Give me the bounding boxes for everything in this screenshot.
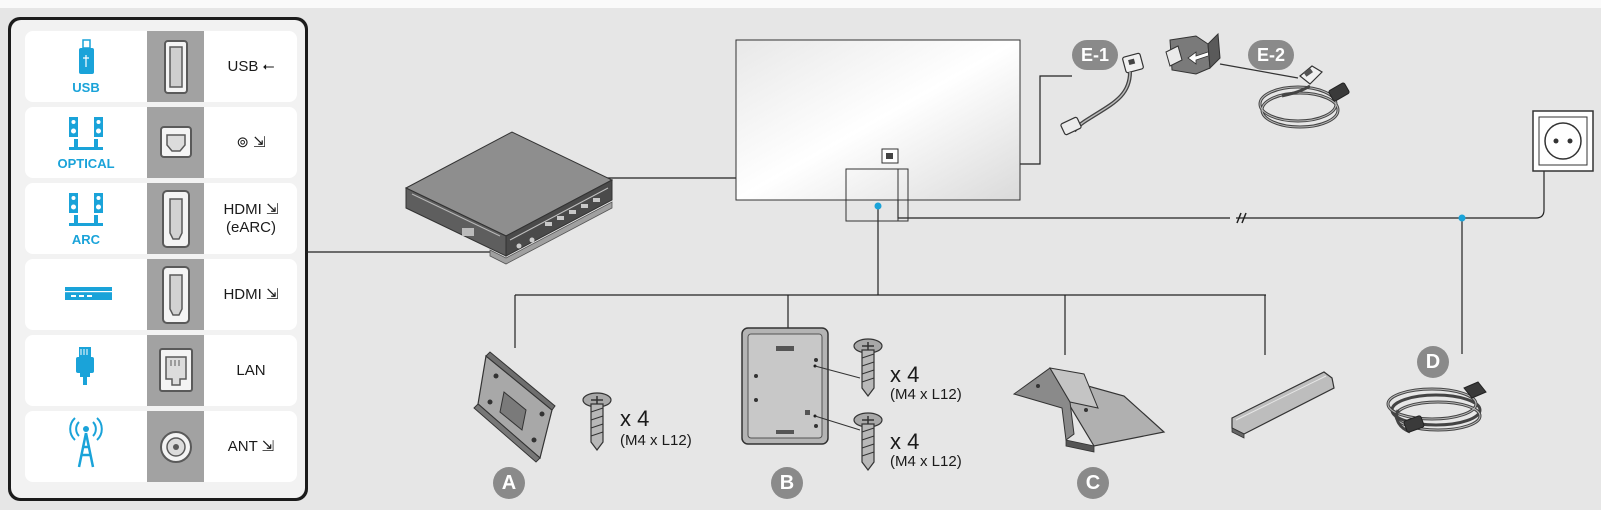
item-badge-d: D — [1417, 346, 1449, 378]
usb-stick-icon — [25, 31, 147, 102]
speaker-system-icon — [25, 183, 147, 254]
ports-panel-inner: USB USB ⭠ — [11, 20, 305, 498]
item-badge-c: C — [1077, 467, 1109, 499]
item-badge-b: B — [771, 467, 803, 499]
port-device-label: USB — [72, 80, 100, 95]
spec-label-a: (M4 x L12) — [620, 432, 692, 449]
lan-port-icon — [147, 335, 204, 406]
set-top-box-icon — [25, 259, 147, 330]
port-device-label: ARC — [71, 232, 101, 247]
tv-panel — [735, 39, 1021, 222]
port-name: HDMI ⇲ (eARC) — [223, 200, 279, 236]
port-row-usb: USB USB ⭠ — [25, 31, 297, 102]
ethernet-plug-icon — [25, 335, 147, 406]
stand-neck-bar — [1231, 371, 1335, 439]
port-row-lan: LAN — [25, 335, 297, 406]
qty-label-b-bottom: x 4 — [890, 429, 920, 454]
spec-label-b-top: (M4 x L12) — [890, 386, 962, 403]
port-name: ⊚ ⇲ — [236, 133, 266, 151]
item-badge-e2: E-2 — [1248, 40, 1294, 70]
qty-label-b-top: x 4 — [890, 362, 920, 387]
hdmi-port-icon — [147, 183, 204, 254]
wall-mount-adapter-a — [473, 351, 556, 463]
port-row-optical: OPTICAL ⊚ ⇲ — [25, 107, 297, 178]
wall-mount-plate-b — [741, 327, 861, 445]
screw-icon — [582, 392, 612, 451]
port-name: HDMI ⇲ — [223, 285, 279, 303]
port-name: ANT ⇲ — [227, 437, 275, 455]
ports-panel: USB USB ⭠ — [8, 17, 308, 501]
optical-port-icon — [147, 107, 204, 178]
ant-port-icon — [147, 411, 204, 482]
item-badge-e1: E-1 — [1072, 40, 1118, 70]
screw-icon — [853, 412, 883, 471]
port-row-ant: ANT ⇲ — [25, 411, 297, 482]
port-name: USB ⭠ — [227, 57, 275, 75]
item-badge-a: A — [493, 467, 525, 499]
port-device-label: OPTICAL — [57, 156, 115, 171]
port-row-hdmi: HDMI ⇲ — [25, 259, 297, 330]
spec-label-b-bottom: (M4 x L12) — [890, 453, 962, 470]
usb-port-icon — [147, 31, 204, 102]
hdmi-port-icon — [147, 259, 204, 330]
qty-label-a: x 4 — [620, 406, 650, 431]
speaker-system-icon — [25, 107, 147, 178]
antenna-tower-icon — [25, 411, 147, 482]
screw-icon — [853, 338, 883, 397]
top-strip — [0, 0, 1601, 8]
one-connect-box — [404, 131, 614, 265]
port-row-arc: ARC HDMI ⇲ (eARC) — [25, 183, 297, 254]
port-name: LAN — [236, 361, 266, 379]
stand-c — [1012, 367, 1166, 453]
power-cable-d — [1386, 381, 1487, 434]
one-connect-cable-e1 — [1060, 52, 1144, 136]
one-connect-cable-e2 — [1165, 32, 1350, 129]
wall-outlet — [1532, 110, 1594, 172]
cable-break-mark — [1236, 212, 1247, 224]
